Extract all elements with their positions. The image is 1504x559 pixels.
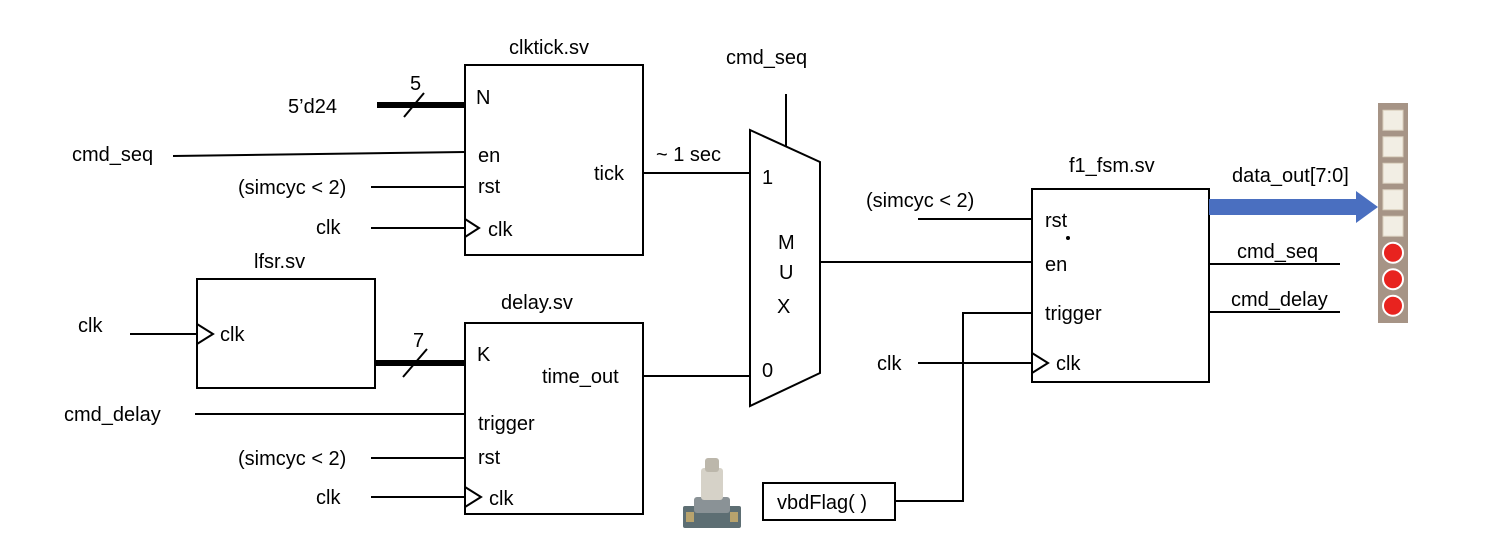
mux-in1-label: 1 bbox=[762, 167, 773, 189]
delay-clk-label: clk bbox=[316, 487, 341, 509]
led-strip bbox=[1378, 103, 1408, 323]
led-on bbox=[1382, 241, 1404, 264]
vbdflag-box bbox=[762, 482, 896, 521]
clktick-rst-label: (simcyc < 2) bbox=[238, 177, 346, 199]
clktick-port-en: en bbox=[478, 145, 500, 167]
fsm-cmd-seq-label: cmd_seq bbox=[1237, 241, 1318, 263]
delay-clock-triangle bbox=[464, 486, 483, 508]
cmd-seq-wire bbox=[172, 151, 466, 157]
vbdflag-label: vbdFlag( ) bbox=[777, 492, 867, 514]
vbdflag-block: vbdFlag( ) bbox=[762, 482, 896, 521]
fsm-cmd-delay-label: cmd_delay bbox=[1231, 289, 1328, 311]
k-bus-width: 7 bbox=[413, 330, 424, 352]
mux-letter-x: X bbox=[777, 296, 790, 318]
fsm-title: f1_fsm.sv bbox=[1069, 155, 1155, 177]
led-off bbox=[1382, 215, 1404, 237]
clktick-port-rst: rst bbox=[478, 176, 501, 198]
mux-shape bbox=[749, 128, 821, 408]
lfsr-clk-label: clk bbox=[78, 315, 103, 337]
clktick-block: clktick.sv N en rst clk tick bbox=[464, 37, 644, 256]
lfsr-title: lfsr.sv bbox=[254, 251, 305, 273]
delay-port-trigger: trigger bbox=[478, 413, 535, 435]
fsm-port-clk: clk bbox=[1056, 353, 1081, 375]
led-off bbox=[1382, 162, 1404, 184]
one-sec-label: ~ 1 sec bbox=[656, 144, 721, 166]
fsm-port-trigger: trigger bbox=[1045, 303, 1102, 325]
n-bus-slash bbox=[403, 92, 425, 118]
fsm-rst-label: (simcyc < 2) bbox=[866, 190, 974, 212]
mux-letter-u: U bbox=[779, 262, 793, 284]
n-bus-width: 5 bbox=[410, 73, 421, 95]
fsm-dot bbox=[1066, 236, 1070, 240]
delay-block: delay.sv K time_out trigger rst clk bbox=[464, 292, 644, 515]
led-on bbox=[1382, 294, 1404, 317]
data-out-arrowhead bbox=[1356, 191, 1378, 223]
clktick-title: clktick.sv bbox=[509, 37, 589, 59]
data-out-label: data_out[7:0] bbox=[1232, 165, 1349, 187]
fsm-box bbox=[1031, 188, 1210, 383]
clktick-clk-label: clk bbox=[316, 217, 341, 239]
const-5d24-label: 5’d24 bbox=[288, 96, 337, 118]
delay-rst-label: (simcyc < 2) bbox=[238, 448, 346, 470]
lfsr-block: lfsr.sv clk bbox=[196, 251, 376, 389]
mux-letter-m: M bbox=[778, 232, 795, 254]
clktick-box bbox=[464, 64, 644, 256]
clktick-port-clk: clk bbox=[488, 219, 513, 241]
trigger-wire bbox=[895, 312, 1032, 502]
fsm-port-en: en bbox=[1045, 254, 1067, 276]
fsm-block: f1_fsm.sv rst en trigger clk bbox=[1031, 155, 1210, 383]
clktick-port-n: N bbox=[476, 87, 490, 109]
mux-in0-label: 0 bbox=[762, 360, 773, 382]
fsm-clk-label: clk bbox=[877, 353, 902, 375]
cmd-delay-input-label: cmd_delay bbox=[64, 404, 161, 426]
mux-block: M U X 1 0 bbox=[749, 128, 821, 408]
k-bus-slash bbox=[402, 348, 428, 378]
delay-port-k: K bbox=[477, 344, 491, 366]
clktick-clock-triangle bbox=[464, 218, 481, 238]
fsm-clock-triangle bbox=[1031, 352, 1050, 374]
delay-port-time-out: time_out bbox=[542, 366, 619, 388]
delay-title: delay.sv bbox=[501, 292, 573, 314]
clktick-port-tick: tick bbox=[594, 163, 625, 185]
mux-select-label: cmd_seq bbox=[726, 47, 807, 69]
led-off bbox=[1382, 109, 1404, 131]
fsm-port-rst: rst bbox=[1045, 210, 1068, 232]
led-off bbox=[1382, 136, 1404, 158]
lfsr-clock-triangle bbox=[196, 323, 215, 345]
rotary-knob-icon bbox=[683, 458, 741, 528]
delay-port-clk: clk bbox=[489, 488, 514, 510]
led-off bbox=[1382, 189, 1404, 211]
delay-box bbox=[464, 322, 644, 515]
delay-port-rst: rst bbox=[478, 447, 501, 469]
cmd-seq-input-label: cmd_seq bbox=[72, 144, 153, 166]
led-on bbox=[1382, 268, 1404, 291]
lfsr-port-clk: clk bbox=[220, 324, 245, 346]
